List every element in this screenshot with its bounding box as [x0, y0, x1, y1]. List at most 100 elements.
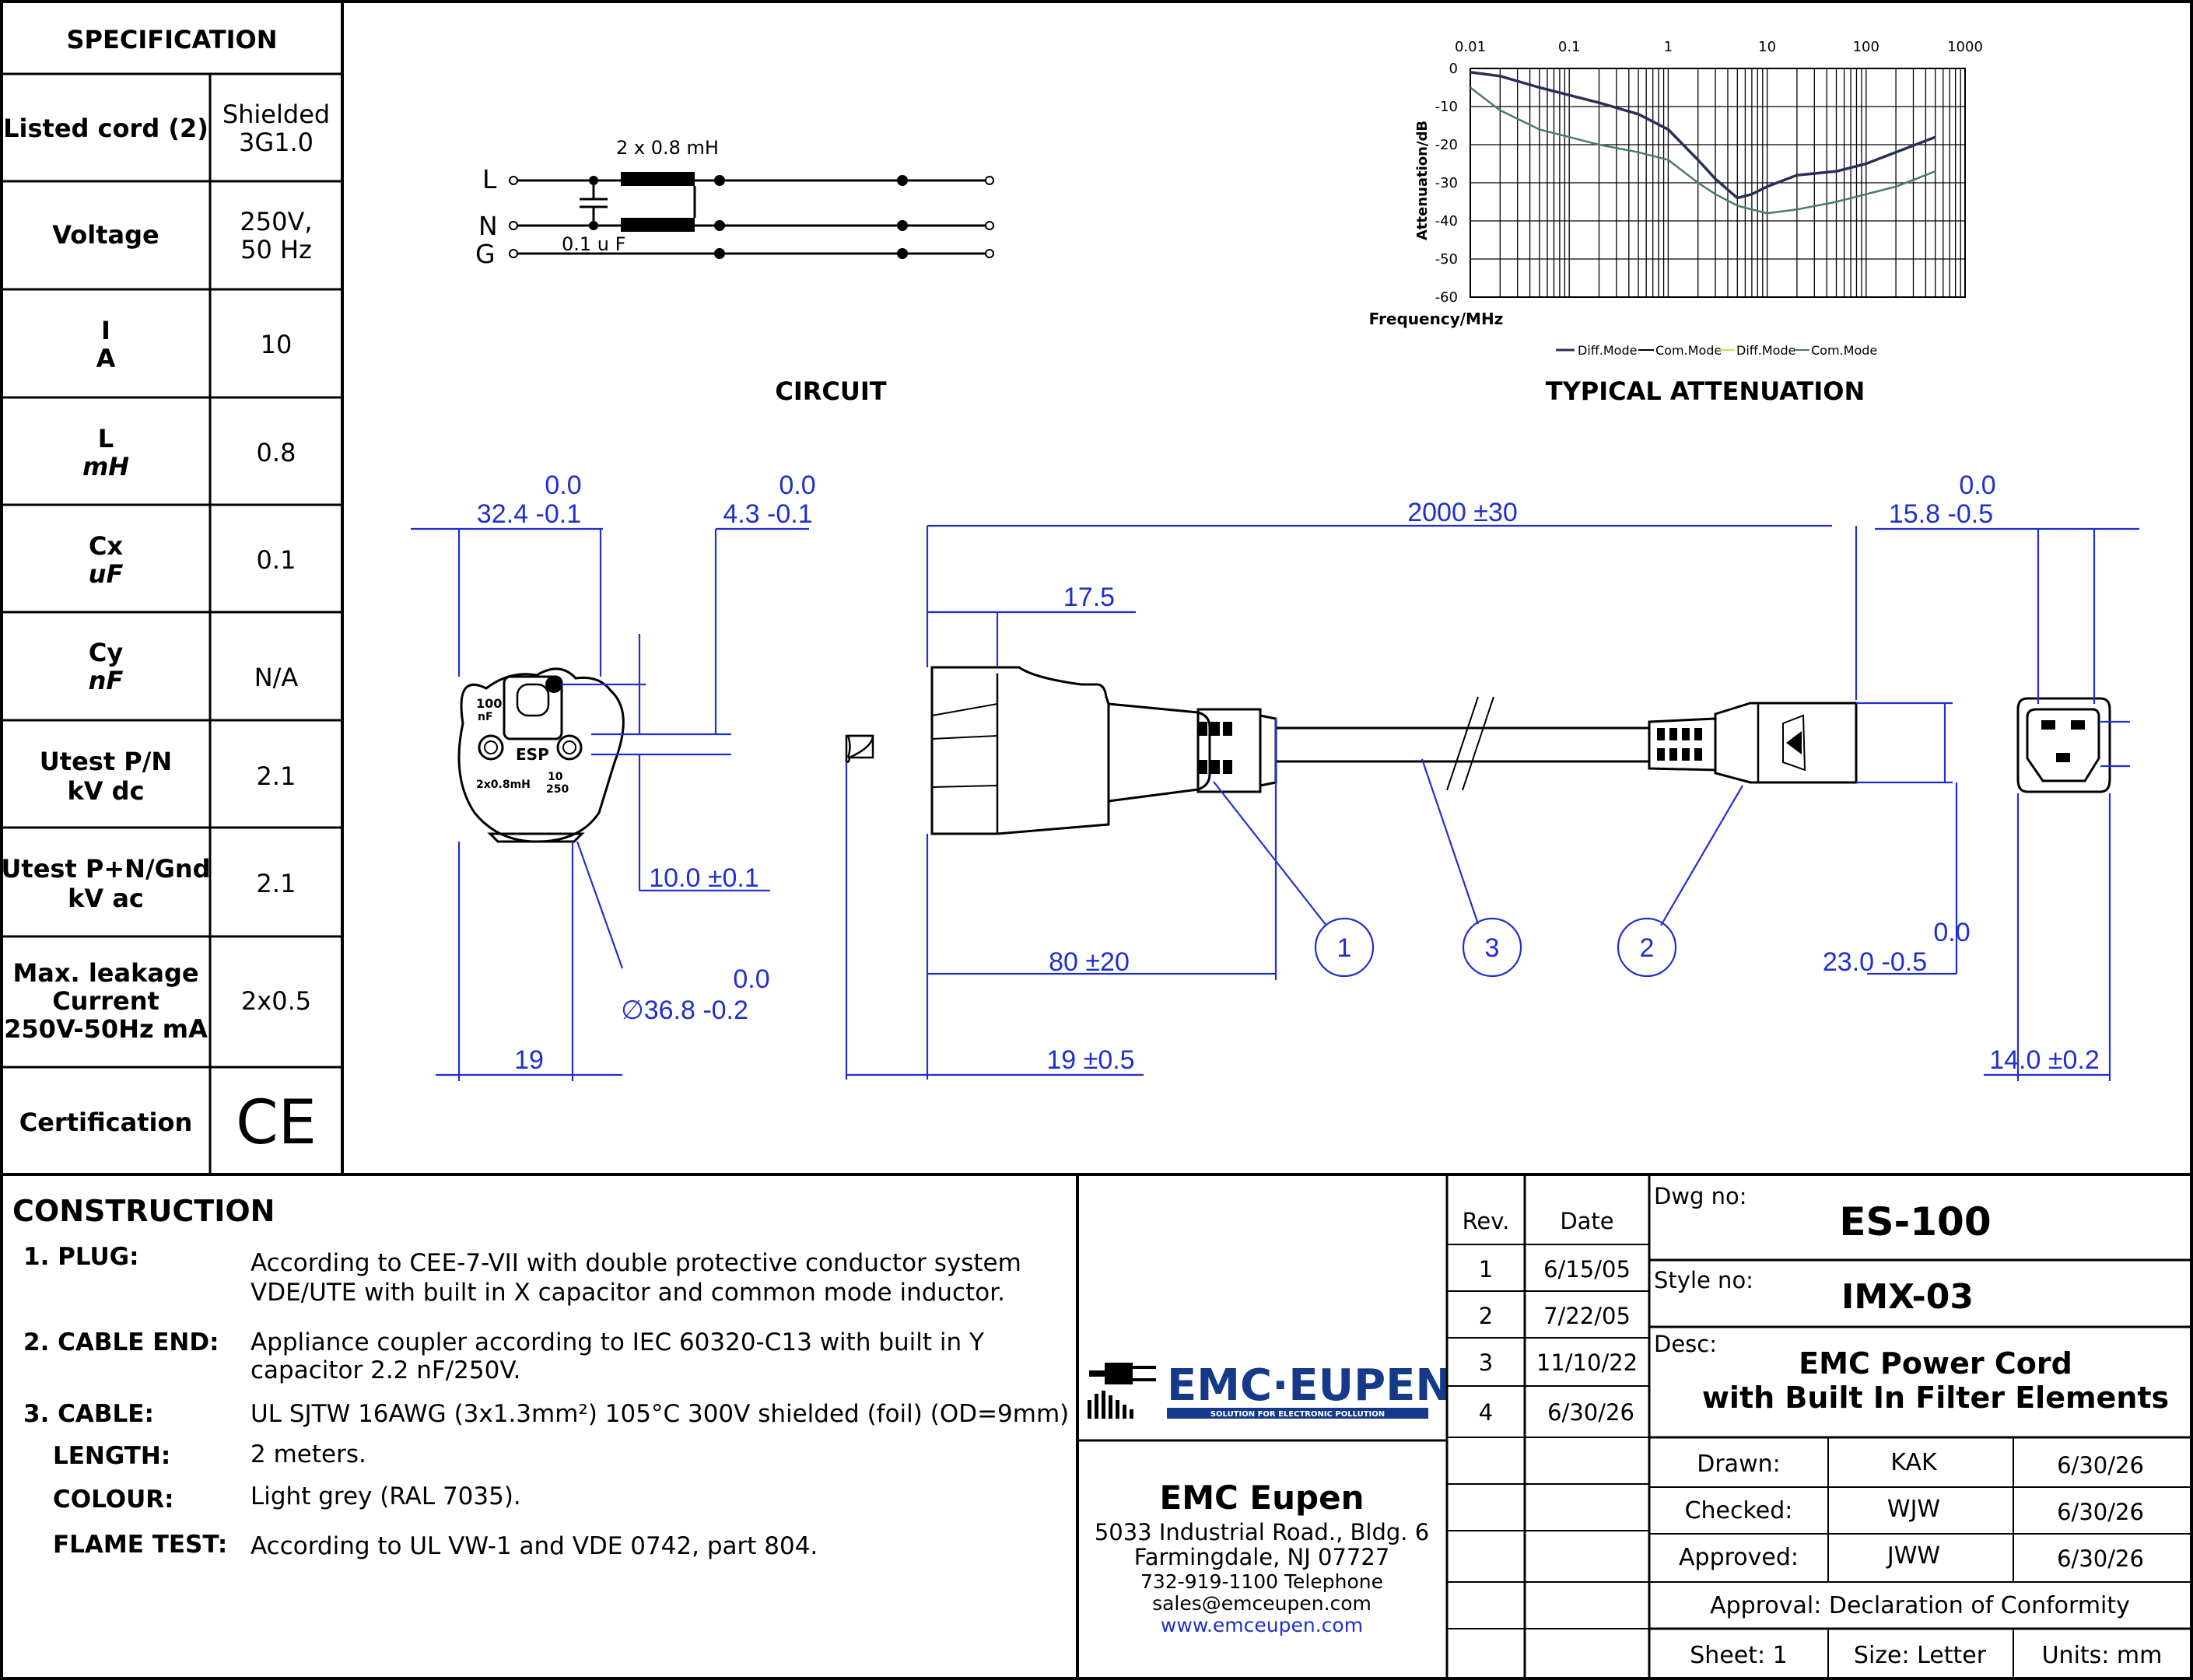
spec-value-utest-png: 2.1 [257, 869, 296, 898]
sheet-units: Units: mm [2042, 1642, 2163, 1669]
chart-y-tick: -30 [1435, 175, 1458, 191]
spec-value-cx: 0.1 [257, 545, 296, 575]
chart-x-tick: 1000 [1947, 39, 1983, 55]
rev-4-date: 6/30/26 [1547, 1399, 1634, 1426]
rev-3-date: 11/10/22 [1536, 1349, 1638, 1376]
spec-label-utest-png-2: kV ac [68, 884, 144, 913]
dim-coupler-width: 15.8 -0.5 [1889, 499, 1993, 529]
dwg-number: ES-100 [1839, 1199, 1991, 1244]
company-website[interactable]: www.emceupen.com [1161, 1614, 1363, 1636]
chart-x-tick: 0.01 [1455, 39, 1486, 55]
plug-label-100: 100 [476, 696, 502, 711]
dim-coupler-depth: 14.0 ±0.2 [1989, 1045, 2100, 1075]
desc-label: Desc: [1654, 1331, 1717, 1357]
spec-label-utest-pn-1: Utest P/N [40, 747, 172, 776]
callout-2: 2 [1640, 933, 1655, 963]
spec-label-leakage-3: 250V-50Hz mA [4, 1014, 208, 1044]
desc-line-1: EMC Power Cord [1799, 1346, 2072, 1381]
construction-text-flame: According to UL VW-1 and VDE 0742, part … [250, 1532, 818, 1560]
sheet-number: Sheet: 1 [1690, 1642, 1787, 1669]
inductor-l [621, 172, 695, 186]
construction-label-cable-end: 2. CABLE END: [23, 1328, 219, 1356]
approved-date: 6/30/26 [2057, 1545, 2144, 1572]
chart-ylabel: Attenuation/dB [1414, 121, 1431, 240]
construction-text-plug-2: VDE/UTE with built in X capacitor and co… [250, 1279, 1005, 1307]
style-number: IMX-03 [1841, 1277, 1974, 1317]
rev-header: Rev. [1463, 1208, 1510, 1234]
callout-3: 3 [1485, 933, 1500, 963]
spec-label-cy-2: nF [89, 666, 124, 695]
construction-text-cable-end-2: capacitor 2.2 nF/250V. [250, 1356, 520, 1384]
plug-label-250: 250 [546, 783, 569, 796]
construction-label-length: LENGTH: [53, 1442, 170, 1470]
dim-plug-width-upper: 0.0 [545, 471, 581, 500]
chart-series-com-mode [1470, 86, 1936, 215]
approved-by: JWW [1886, 1542, 1940, 1570]
construction-label-colour: COLOUR: [53, 1486, 174, 1514]
spec-value-cord-2: 3G1.0 [239, 128, 314, 157]
plug-front-view: 100 nF ESP 2x0.8mH 10 250 [457, 667, 625, 843]
specification-table: SPECIFICATION Listed cord (2) Shielded 3… [1, 2, 344, 1174]
drawn-by: KAK [1890, 1449, 1938, 1476]
checked-date: 6/30/26 [2057, 1499, 2144, 1525]
company-name: EMC Eupen [1160, 1479, 1364, 1517]
date-header: Date [1560, 1208, 1613, 1234]
dim-plug-width: 32.4 -0.1 [477, 499, 581, 529]
chart-x-tick: 0.1 [1558, 39, 1581, 55]
construction-label-cable: 3. CABLE: [23, 1400, 154, 1428]
legend-diff-mode-2: Diff.Mode [1736, 343, 1795, 358]
construction-text-length: 2 meters. [250, 1440, 366, 1468]
dim-coupler-height: 23.0 -0.5 [1823, 947, 1927, 977]
chart-legend: Diff.Mode Com.Mode Diff.Mode Com.Mode [1556, 343, 1877, 358]
dim-pin-offset-upper: 0.0 [779, 471, 815, 500]
drawn-label: Drawn: [1697, 1451, 1780, 1478]
chart-y-tick: 0 [1449, 61, 1458, 77]
company-address-2: Farmingdale, NJ 07727 [1134, 1544, 1390, 1570]
chart-y-tick: -60 [1435, 289, 1458, 306]
plug-label-nf: nF [478, 711, 493, 723]
rev-3: 3 [1479, 1349, 1493, 1376]
spec-label-leakage-2: Current [52, 986, 159, 1016]
approval-note: Approval: Declaration of Conformity [1710, 1592, 2130, 1619]
dwg-label: Dwg no: [1654, 1183, 1747, 1209]
spec-value-current: 10 [261, 330, 293, 359]
company-block: EMC·EUPEN SOLUTION FOR ELECTRONIC POLLUT… [1077, 1360, 1452, 1636]
construction-title: CONSTRUCTION [12, 1194, 275, 1228]
company-email: sales@emceupen.com [1152, 1592, 1372, 1615]
spec-label-cert: Certification [19, 1108, 193, 1137]
company-logo-text: EMC·EUPEN [1167, 1360, 1452, 1411]
revision-table: Rev. Date 1 6/15/05 2 7/22/05 3 11/10/22… [1445, 1174, 1651, 1678]
construction-text-cable: UL SJTW 16AWG (3x1.3mm²) 105°C 300V shie… [250, 1400, 1069, 1428]
dim-diameter-upper: 0.0 [733, 964, 769, 994]
rev-1: 1 [1479, 1256, 1493, 1283]
construction-label-flame: FLAME TEST: [53, 1531, 227, 1559]
attenuation-title: TYPICAL ATTENUATION [1546, 376, 1865, 406]
dim-coupler-height-upper: 0.0 [1933, 918, 1970, 947]
construction-text-plug-1: According to CEE-7-VII with double prote… [250, 1249, 1021, 1277]
rev-2: 2 [1479, 1303, 1493, 1329]
plug-label-10: 10 [548, 771, 563, 783]
spec-value-utest-pn: 2.1 [257, 761, 296, 791]
dim-plug-base: 19 [514, 1045, 544, 1075]
spec-label-cy-1: Cy [89, 638, 123, 667]
style-label: Style no: [1654, 1267, 1753, 1293]
spec-label-inductance-2: mH [82, 452, 129, 481]
ce-mark: CE [236, 1088, 317, 1158]
spec-label-cord: Listed cord (2) [3, 114, 208, 143]
chart-y-tick: -50 [1435, 251, 1458, 268]
construction-text-colour: Light grey (RAL 7035). [250, 1482, 521, 1510]
title-block: Dwg no: ES-100 Style no: IMX-03 Desc: EM… [1649, 1183, 2191, 1678]
spec-label-inductance-1: L [98, 424, 114, 453]
spec-title: SPECIFICATION [67, 25, 278, 54]
plug-label-esp: ESP [516, 745, 549, 764]
dim-diameter: ∅36.8 -0.2 [621, 996, 748, 1025]
chart-series-diff-mode [1470, 71, 1936, 200]
dim-plug-length: 80 ±20 [1049, 947, 1130, 977]
rev-1-date: 6/15/05 [1543, 1256, 1631, 1283]
chart-y-tick: -10 [1435, 99, 1458, 115]
company-address-1: 5033 Industrial Road., Bldg. 6 [1095, 1519, 1429, 1545]
legend-com-mode: Com.Mode [1655, 343, 1722, 358]
dim-cable-length: 2000 ±30 [1407, 498, 1518, 527]
circuit-line-g: G [475, 239, 496, 269]
